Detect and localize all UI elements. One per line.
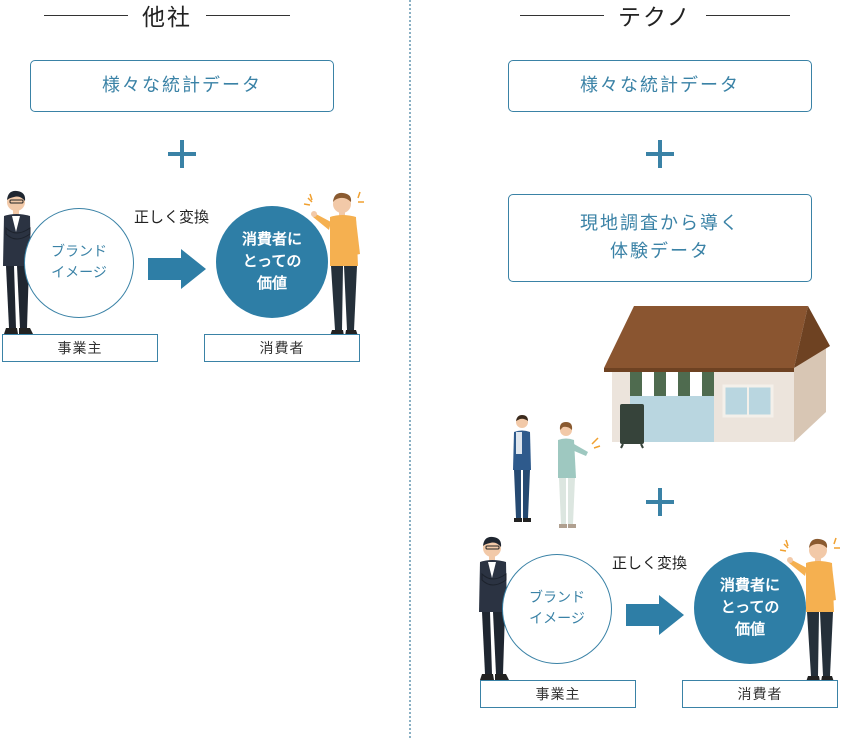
right-plus-icon-2 <box>646 488 674 516</box>
brand-image-line: イメージ <box>51 265 107 281</box>
right-consumer-value-circle: 消費者に とっての 価値 <box>694 552 806 664</box>
consumer-figure <box>303 191 364 336</box>
right-business-label: 事業主 <box>480 680 636 708</box>
header-line <box>44 14 128 16</box>
header-line <box>206 14 290 16</box>
consumer-value-line: とっての <box>720 598 780 617</box>
brand-image-line: イメージ <box>529 611 585 627</box>
right-plus-icon <box>646 140 674 168</box>
left-business-label: 事業主 <box>2 334 158 362</box>
right-header: テクノ <box>520 0 790 31</box>
customers-figure <box>513 415 601 528</box>
businessman-figure <box>3 190 33 334</box>
right-title: テクノ <box>618 5 692 31</box>
left-consumer-value-circle: 消費者に とっての 価値 <box>216 206 328 318</box>
right-field-box: 現地調査から導く 体験データ <box>508 194 812 282</box>
left-header: 他社 <box>44 0 290 31</box>
right-brand-image-circle: ブランド イメージ <box>502 554 612 664</box>
consumer-figure <box>779 537 840 682</box>
left-consumer-label: 消費者 <box>204 334 360 362</box>
right-conversion-label: 正しく変換 <box>612 554 688 572</box>
brand-image-line: ブランド <box>51 244 107 260</box>
consumer-value-line: 価値 <box>256 273 287 292</box>
header-line <box>520 14 604 16</box>
right-arrow-icon <box>626 595 684 635</box>
right-consumer-label: 消費者 <box>682 680 838 708</box>
striped-awning <box>630 372 714 396</box>
left-arrow-icon <box>148 249 206 289</box>
consumer-value-line: とっての <box>242 252 302 271</box>
left-conversion-label: 正しく変換 <box>134 208 210 226</box>
consumer-value-line: 価値 <box>734 619 765 638</box>
shop-building-illustration <box>604 306 830 449</box>
field-box-line: 現地調査から導く <box>580 213 740 235</box>
left-title: 他社 <box>142 5 192 31</box>
left-stats-box: 様々な統計データ <box>30 60 334 112</box>
businessman-figure <box>479 536 509 680</box>
column-divider <box>409 0 411 738</box>
consumer-value-line: 消費者に <box>241 230 302 249</box>
right-stats-box: 様々な統計データ <box>508 60 812 112</box>
brand-image-line: ブランド <box>529 590 585 606</box>
left-plus-icon <box>168 140 196 168</box>
field-box-line: 体験データ <box>610 241 710 262</box>
left-brand-image-circle: ブランド イメージ <box>24 208 134 318</box>
consumer-value-line: 消費者に <box>719 576 780 595</box>
header-line <box>705 14 790 16</box>
